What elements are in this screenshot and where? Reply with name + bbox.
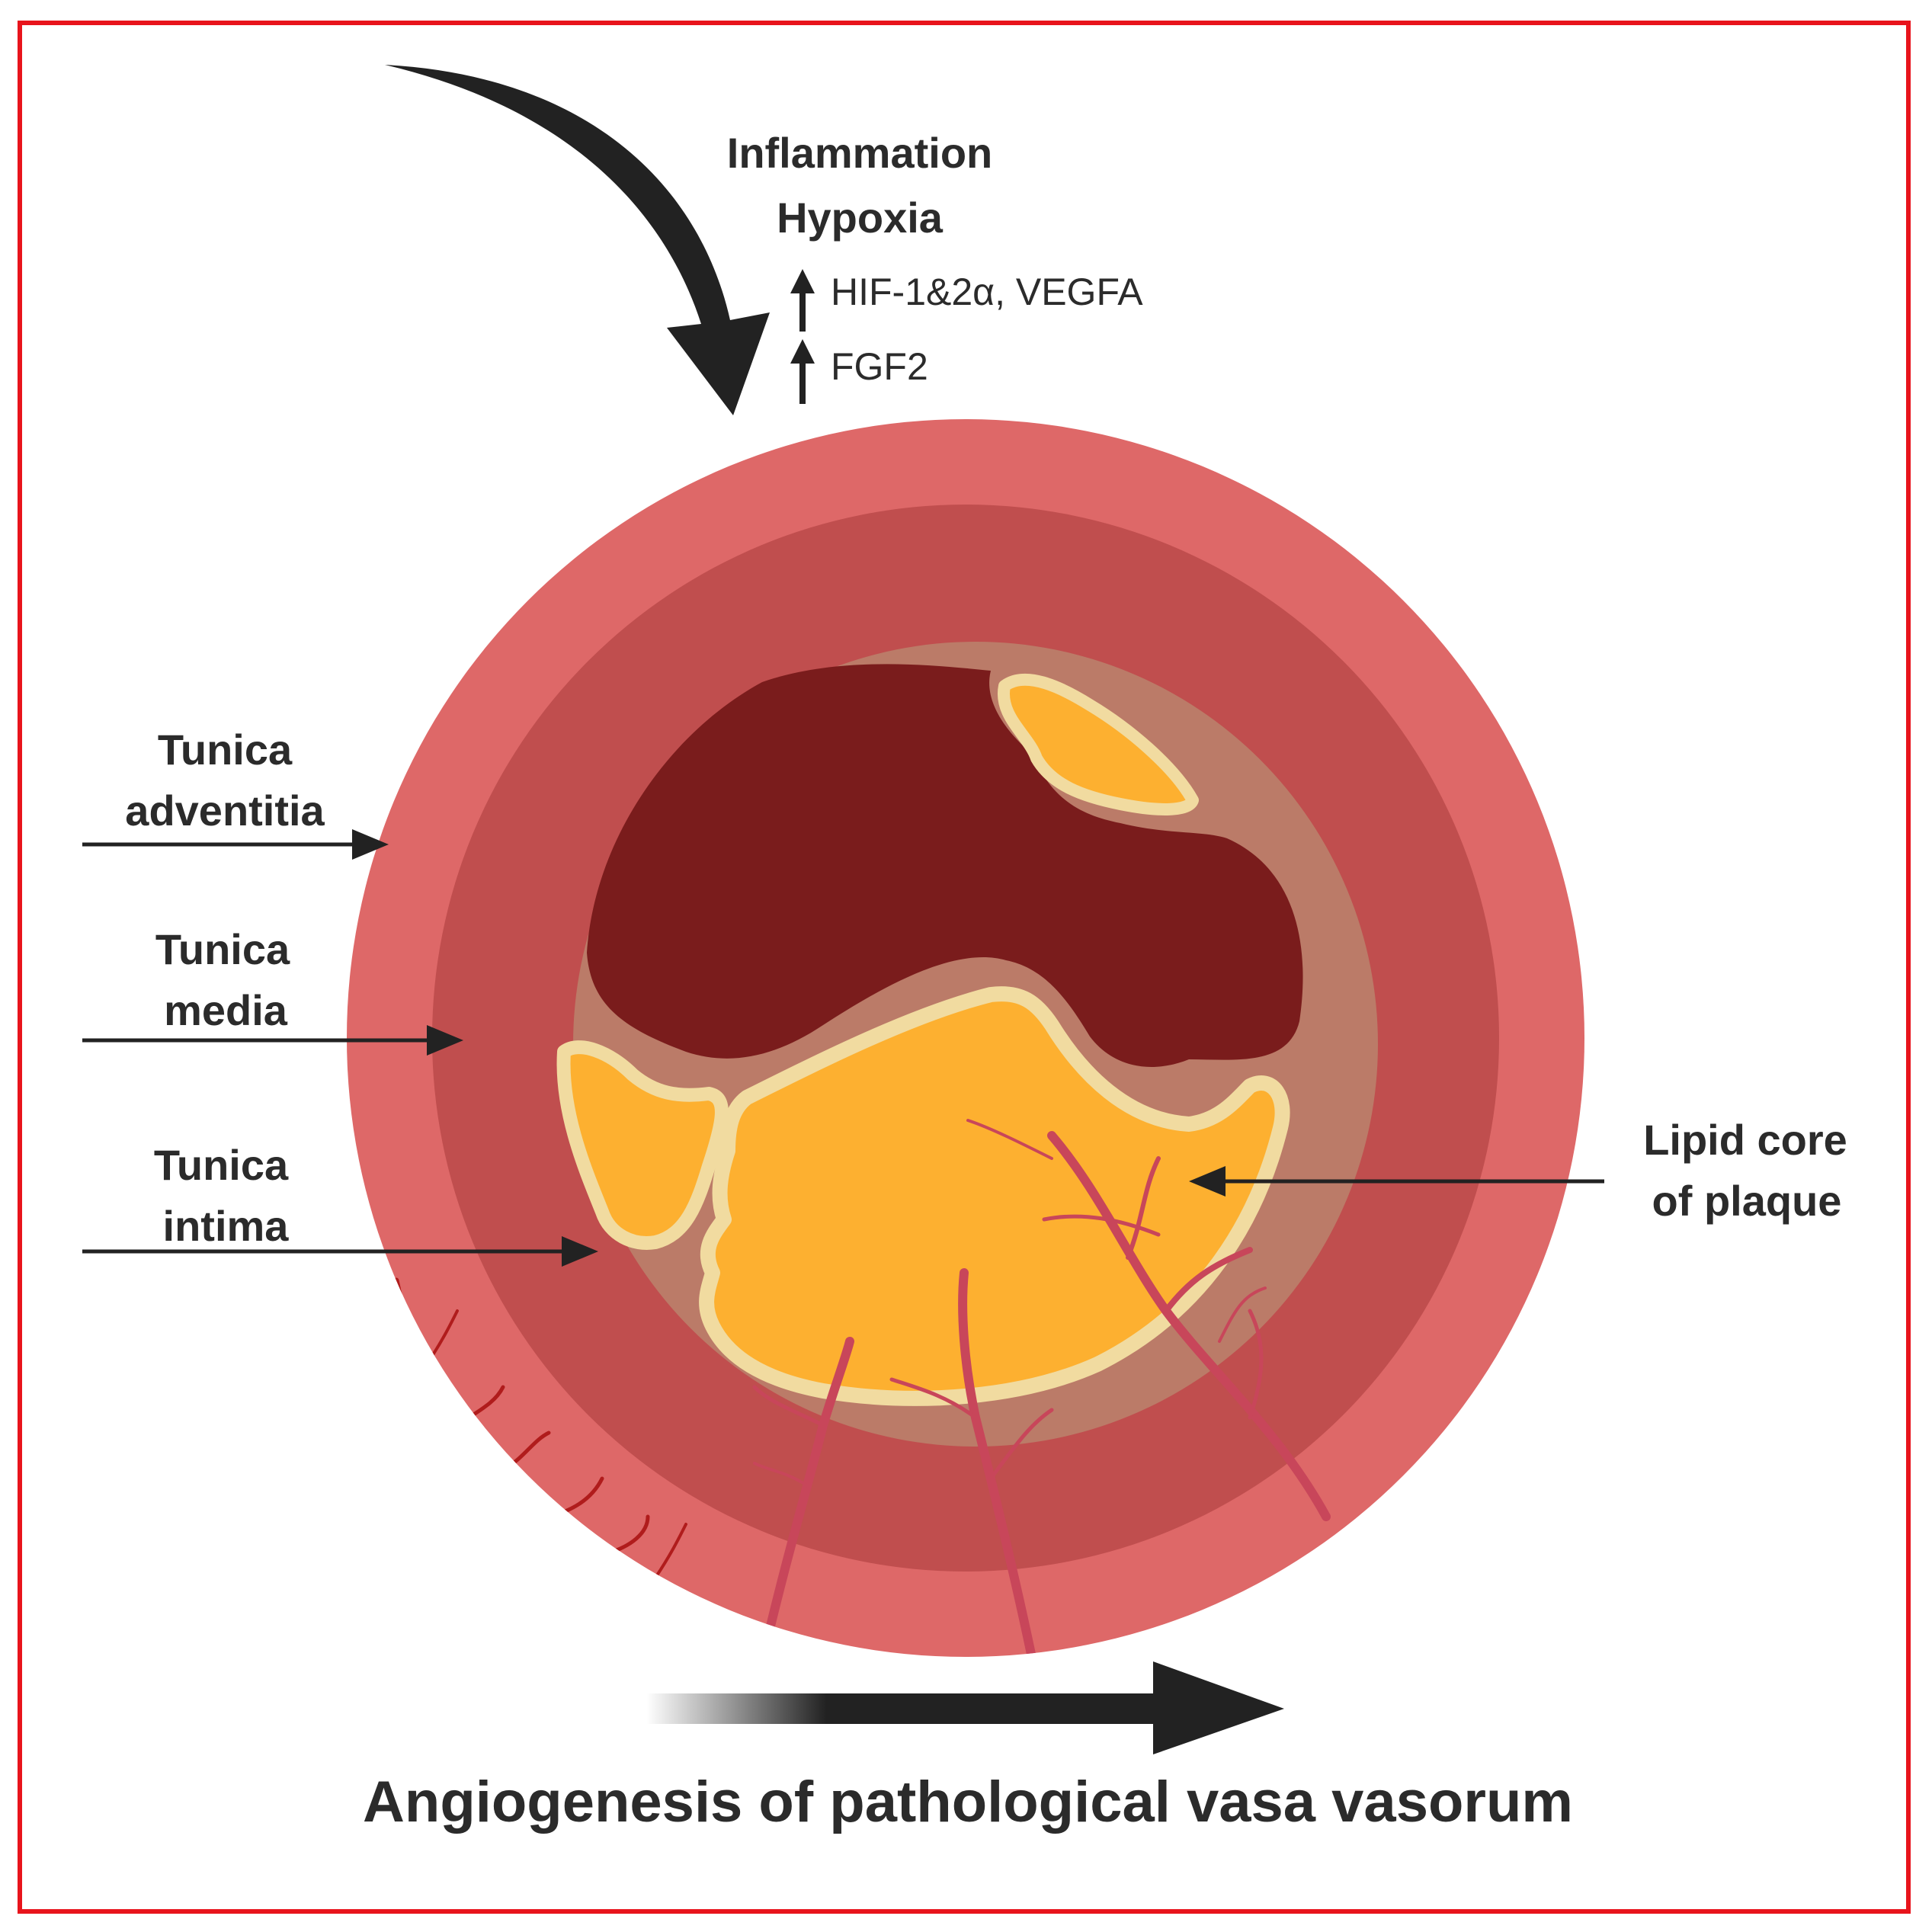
arrow-lipid-core [1189, 1166, 1604, 1197]
curved-arrow [385, 65, 770, 415]
up-arrow-2 [790, 339, 815, 404]
vasa-vasorum-pink [752, 1119, 1331, 1657]
arrow-adventitia [82, 829, 389, 860]
tunica-media-label-1: Tunica [155, 925, 290, 973]
tunica-adventitia-label-2: adventitia [125, 787, 325, 835]
lipid-core-label-2: of plaque [1652, 1177, 1842, 1225]
lipid-deposit-left [556, 1040, 729, 1250]
tunica-intima-label-2: intima [163, 1202, 290, 1250]
lipid-core [699, 986, 1290, 1406]
arrow-intima [82, 1236, 598, 1267]
progression-arrow [646, 1661, 1284, 1754]
hypoxia-label: Hypoxia [777, 194, 944, 242]
caption-title: Angiogenesis of pathological vasa vasoru… [363, 1770, 1573, 1834]
arrow-media [82, 1025, 463, 1056]
tunica-adventitia-label-1: Tunica [158, 726, 293, 774]
vessel-lumen [587, 664, 1303, 1067]
inflammation-label: Inflammation [727, 129, 992, 177]
hif-vegfa-label: HIF-1&2α, VEGFA [831, 271, 1143, 313]
lipid-core-label-1: Lipid core [1643, 1116, 1847, 1164]
tunica-intima-label-1: Tunica [154, 1141, 289, 1189]
lipid-deposit-top [997, 673, 1199, 815]
up-arrow-1 [790, 269, 815, 332]
fgf2-label: FGF2 [831, 345, 928, 388]
tunica-media-label-2: media [164, 986, 288, 1034]
